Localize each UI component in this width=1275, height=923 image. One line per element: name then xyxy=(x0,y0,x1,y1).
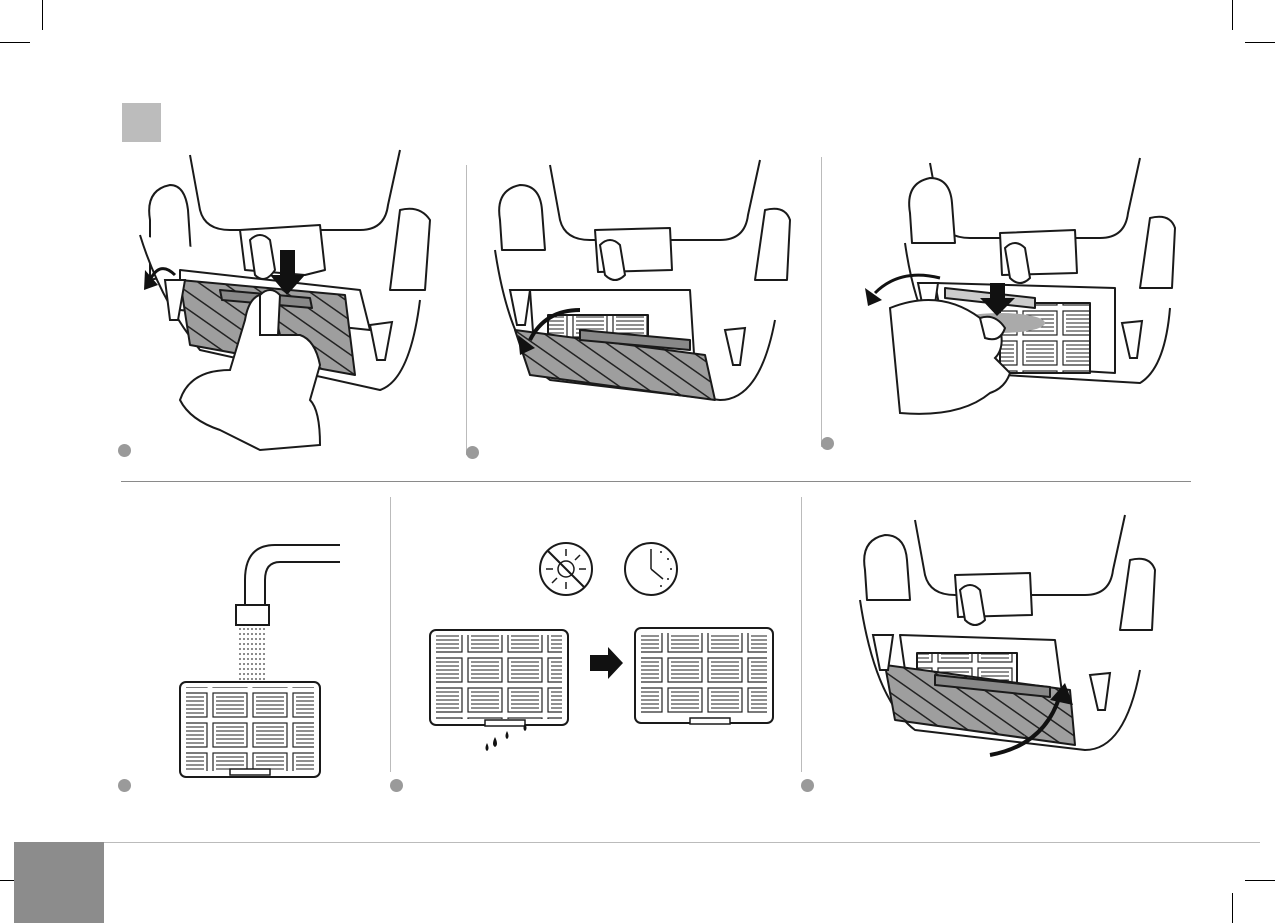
crop-mark xyxy=(0,42,30,43)
vertical-divider xyxy=(390,497,391,772)
horizontal-divider xyxy=(121,481,1191,482)
footer-divider xyxy=(104,842,1260,843)
crop-mark xyxy=(1232,0,1233,30)
vertical-divider xyxy=(821,157,822,447)
step-marker-3 xyxy=(821,437,834,450)
crop-mark xyxy=(1232,893,1233,923)
page-number-tab xyxy=(14,842,104,923)
section-marker xyxy=(122,103,161,142)
vertical-divider xyxy=(801,497,802,772)
step-marker-5 xyxy=(390,779,403,792)
step-marker-6 xyxy=(801,779,814,792)
step-marker-4 xyxy=(118,779,131,792)
step-4-illustration xyxy=(170,540,390,780)
crop-mark xyxy=(1245,42,1275,43)
no-sun-icon xyxy=(538,541,594,602)
step-2-illustration xyxy=(490,160,810,430)
step-1-illustration xyxy=(130,150,460,460)
step-marker-2 xyxy=(466,446,479,459)
step-5-illustration xyxy=(425,625,780,755)
clock-icon xyxy=(623,541,679,602)
vertical-divider xyxy=(466,165,467,455)
crop-mark xyxy=(1245,880,1275,881)
crop-mark xyxy=(42,0,43,30)
step-3-illustration xyxy=(860,158,1190,428)
step-6-illustration xyxy=(855,515,1175,775)
